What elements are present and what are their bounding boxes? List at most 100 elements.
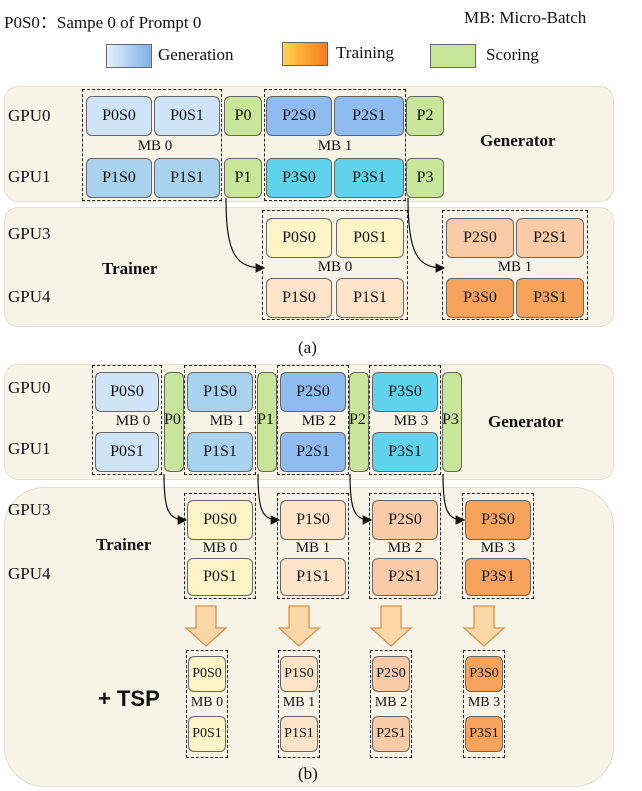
panel-b-gen-box: P3S0	[372, 372, 438, 412]
panel-b-tsp-box: P1S1	[280, 716, 318, 752]
panel-b-tsp-mb0-frame	[186, 650, 228, 758]
panel-a-gen-box: P2S1	[334, 96, 404, 136]
panel-a-train-box: P2S0	[446, 218, 514, 258]
panel-a-train-box: P3S1	[516, 278, 584, 318]
panel-b-gen-mb-label: MB 1	[209, 413, 245, 429]
panel-b-gpu0-label: GPU0	[8, 378, 51, 397]
panel-b-train-mb1-frame	[277, 493, 349, 599]
panel-a-train-box: P1S1	[336, 278, 404, 318]
panel-a-gpu4-label: GPU4	[8, 287, 51, 306]
panel-b-train-box: P1S1	[280, 558, 346, 596]
panel-b-gen-box: P3S1	[372, 432, 438, 472]
legend-generation-swatch	[106, 44, 152, 68]
legend-generation-label: Generation	[158, 45, 234, 64]
panel-b-trainer-label: Trainer	[96, 535, 152, 554]
panel-a-train-mb-label: MB 0	[317, 259, 353, 275]
panel-b-tsp-box: P3S1	[465, 716, 503, 752]
panel-a-gen-box: P1S0	[86, 158, 152, 198]
panel-b-tsp-box: P0S1	[188, 716, 226, 752]
panel-a-gen-box: P0S0	[86, 96, 152, 136]
panel-b-gen-box: P0S0	[95, 372, 159, 412]
panel-b-train-mb0-frame	[184, 493, 256, 599]
panel-b-train-mb-label: MB 0	[202, 540, 238, 556]
panel-b-train-box: P0S1	[187, 558, 253, 596]
panel-b-gpu4-label: GPU4	[8, 564, 51, 583]
panel-a-gen-mb1-frame	[264, 89, 406, 201]
panel-b-gen-mb3-frame	[369, 365, 441, 475]
panel-b-tsp-mb-label: MB 0	[190, 695, 224, 710]
panel-b-tsp-mb-label: MB 3	[467, 695, 501, 710]
panel-a-score-box: P0	[224, 96, 262, 136]
panel-b-train-mb3-frame	[462, 493, 534, 599]
down-arrow-tsp	[184, 605, 228, 647]
panel-a-train-box: P1S0	[266, 278, 332, 318]
panel-b-train-box: P0S0	[187, 500, 253, 540]
down-arrow-tsp	[277, 605, 321, 647]
panel-b-score-bar	[442, 372, 462, 472]
panel-b-gen-mb-label: MB 0	[115, 413, 151, 429]
panel-b-gen-mb1-frame	[184, 365, 256, 475]
panel-b-tsp-mb-label: MB 1	[282, 695, 316, 710]
panel-b-gen-box: P1S1	[187, 432, 253, 472]
panel-b-train-mb2-frame	[369, 493, 441, 599]
legend-training-label: Training	[336, 43, 394, 62]
tsp-label: + TSP	[98, 686, 160, 711]
panel-b-caption: (b)	[298, 764, 318, 783]
panel-a-gen-box: P0S1	[154, 96, 220, 136]
panel-a-train-box: P0S1	[336, 218, 404, 258]
panel-b-tsp-box: P2S0	[372, 656, 410, 692]
panel-b-score-bar	[257, 372, 277, 472]
panel-b-gpu1-label: GPU1	[8, 439, 51, 458]
panel-b-train-mb-label: MB 2	[387, 540, 423, 556]
panel-b-train-mb-label: MB 3	[480, 540, 516, 556]
panel-b-gpu3-label: GPU3	[8, 500, 51, 519]
panel-b-score-label: P2	[349, 411, 366, 428]
panel-a-gen-box: P3S1	[334, 158, 404, 198]
legend-scoring-label: Scoring	[486, 45, 539, 64]
panel-a-score-box: P1	[224, 158, 262, 198]
panel-a-caption: (a)	[298, 338, 317, 357]
sample-notation-note: P0S0：Sampe 0 of Prompt 0	[4, 13, 202, 32]
panel-a-gen-box: P1S1	[154, 158, 220, 198]
panel-b-gen-box: P0S1	[95, 432, 159, 472]
panel-b-score-label: P0	[164, 411, 181, 428]
panel-a-score-box: P2	[406, 96, 444, 136]
panel-a-score-box: P3	[406, 158, 444, 198]
panel-b-tsp-mb2-frame	[370, 650, 412, 758]
panel-a-train-box: P3S0	[446, 278, 514, 318]
panel-b-score-bar	[349, 372, 369, 472]
micro-batch-note: MB: Micro-Batch	[464, 8, 587, 27]
arrow-b-p2	[349, 473, 373, 525]
panel-b-train-box: P1S0	[280, 500, 346, 540]
panel-b-gen-box: P2S0	[280, 372, 346, 412]
legend-training-swatch	[282, 42, 328, 66]
arrow-b-p0	[163, 473, 188, 525]
down-arrow-tsp	[369, 605, 413, 647]
panel-a-train-box: P0S0	[266, 218, 332, 258]
panel-a-train-mb-label: MB 1	[497, 259, 533, 275]
down-arrow-tsp	[462, 605, 506, 647]
arrow-b-p3	[442, 473, 466, 525]
panel-a-train-box: P2S1	[516, 218, 584, 258]
panel-b-train-mb-label: MB 1	[295, 540, 331, 556]
panel-b-tsp-mb3-frame	[463, 650, 505, 758]
panel-b-generator-label: Generator	[488, 412, 564, 431]
arrow-a-p1-to-trainer	[225, 197, 266, 273]
panel-a-gen-mb-label: MB 0	[137, 138, 173, 154]
panel-a-gpu3-label: GPU3	[8, 224, 51, 243]
legend-scoring-swatch	[430, 44, 476, 68]
panel-a-trainer-label: Trainer	[102, 259, 158, 278]
arrow-a-p3-to-trainer	[407, 197, 446, 273]
panel-b-gen-mb-label: MB 3	[393, 413, 429, 429]
panel-b-gen-mb2-frame	[277, 365, 349, 475]
panel-b-tsp-box: P2S1	[372, 716, 410, 752]
panel-a-gen-mb-label: MB 1	[317, 138, 353, 154]
panel-b-tsp-box: P0S0	[188, 656, 226, 692]
panel-a-gpu1-label: GPU1	[8, 167, 51, 186]
panel-b-gen-box: P1S0	[187, 372, 253, 412]
arrow-b-p1	[257, 473, 281, 525]
panel-a-gen-mb0-frame	[82, 89, 222, 201]
panel-a-gen-box: P2S0	[266, 96, 332, 136]
panel-a-gpu0-label: GPU0	[8, 106, 51, 125]
panel-b-train-box: P2S0	[372, 500, 438, 540]
